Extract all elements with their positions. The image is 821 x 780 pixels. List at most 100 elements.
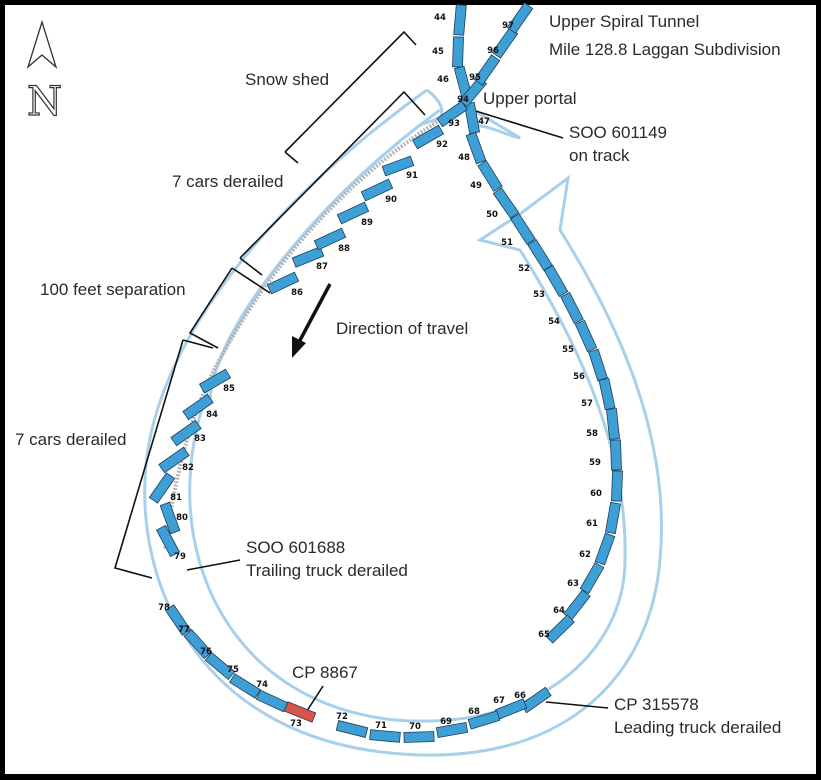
- car-number-label: 93: [448, 119, 460, 129]
- car-on-track: [606, 408, 620, 440]
- car-number-label: 77: [178, 625, 190, 635]
- car-number-label: 70: [409, 722, 421, 732]
- car-number-label: 59: [589, 458, 601, 468]
- car-on-track: [506, 2, 534, 34]
- car-number-label: 94: [457, 95, 469, 105]
- car-number-label: 74: [256, 680, 268, 690]
- car-number-label: 56: [573, 372, 585, 382]
- car-on-track: [579, 561, 605, 595]
- car-number-label: 84: [206, 410, 218, 420]
- cars-derailed-lower-bracket: [113, 339, 184, 579]
- car-number-label: 72: [336, 712, 348, 722]
- car-number-label: 87: [316, 262, 328, 272]
- cp-8867-leader: [304, 685, 324, 715]
- upper-portal-label: Upper portal: [483, 89, 577, 108]
- car-on-track: [435, 722, 469, 738]
- car-number-label: 58: [586, 429, 598, 439]
- car-on-track: [473, 54, 501, 86]
- car-number-label: 96: [487, 46, 499, 56]
- car-on-track: [527, 239, 553, 271]
- soo-601688-leader: [186, 559, 241, 571]
- car-number-label: 71: [375, 721, 387, 731]
- car-number-label: 97: [502, 21, 514, 31]
- car-number-label: 85: [223, 384, 235, 394]
- train-cars: [148, 2, 623, 743]
- direction-arrow-head-icon: [292, 336, 306, 358]
- car-number-label: 88: [338, 244, 350, 254]
- car-number-label: 50: [486, 210, 498, 220]
- car-number-label: 48: [458, 153, 470, 163]
- car-derailed: [158, 446, 190, 474]
- car-number-label: 69: [440, 717, 452, 727]
- car-number-label: 65: [538, 630, 550, 640]
- car-number-label: 82: [182, 463, 194, 473]
- callout-brackets: [113, 30, 609, 715]
- soo-601149-leader: [465, 107, 564, 139]
- cp-315578-label-line2: Leading truck derailed: [614, 718, 781, 737]
- car-number-label: 67: [493, 696, 505, 706]
- car-number-label: 75: [227, 665, 239, 675]
- car-on-track: [598, 377, 616, 411]
- car-number-label: 61: [586, 519, 598, 529]
- car-number-label: 53: [533, 290, 545, 300]
- car-derailed: [360, 178, 394, 202]
- soo-601688-label-line2: Trailing truck derailed: [246, 561, 408, 580]
- car-on-track: [611, 470, 623, 502]
- car-on-track: [465, 131, 487, 165]
- car-number-label: 46: [437, 75, 449, 85]
- soo-601149-label-line1: SOO 601149: [569, 123, 667, 142]
- car-on-track: [369, 729, 401, 743]
- car-number-label: 49: [470, 181, 482, 191]
- car-numbers: 4445464748495051525354555657585960616263…: [158, 13, 602, 732]
- cars-derailed-lower-bracket-end: [182, 339, 214, 349]
- direction-arrow: [292, 283, 332, 358]
- car-on-track: [594, 532, 616, 566]
- car-on-track: [403, 731, 435, 743]
- separation-bracket: [188, 267, 233, 349]
- car-derailed: [198, 368, 232, 394]
- car-number-label: 90: [385, 195, 397, 205]
- car-number-label: 80: [176, 513, 188, 523]
- car-on-track: [204, 651, 236, 681]
- car-trailing-truck-derailed: [156, 524, 180, 558]
- car-on-track: [477, 160, 503, 192]
- car-derailed: [159, 501, 181, 535]
- car-on-track: [436, 100, 468, 128]
- car-on-track: [574, 319, 598, 353]
- cp-8867-label: CP 8867: [292, 663, 358, 682]
- car-on-track: [164, 604, 192, 636]
- car-derailed: [170, 419, 202, 447]
- cp-315578-label-line1: CP 315578: [614, 695, 699, 714]
- car-number-label: 60: [590, 489, 602, 499]
- car-on-track: [510, 213, 536, 245]
- direction-label: Direction of travel: [336, 319, 468, 338]
- separation-label: 100 feet separation: [40, 280, 186, 299]
- car-number-label: 95: [469, 73, 481, 83]
- car-number-label: 44: [434, 13, 446, 23]
- car-number-label: 92: [436, 140, 448, 150]
- car-number-label: 86: [291, 288, 303, 298]
- car-on-track: [335, 720, 369, 738]
- car-on-track: [560, 291, 584, 325]
- car-on-track: [229, 673, 261, 699]
- car-derailed: [313, 227, 347, 251]
- car-on-track: [605, 501, 621, 535]
- car-number-label: 78: [158, 603, 170, 613]
- car-number-label: 79: [174, 552, 186, 562]
- compass-letter: N: [27, 79, 62, 125]
- car-derailed: [381, 155, 415, 177]
- car-on-track: [545, 614, 575, 644]
- tunnel-outer-wall: [143, 88, 663, 757]
- soo-601149-label-line2: on track: [569, 146, 630, 165]
- car-number-label: 47: [478, 117, 490, 127]
- car-number-label: 55: [562, 345, 574, 355]
- car-number-label: 66: [514, 691, 526, 701]
- car-number-label: 64: [553, 606, 565, 616]
- car-on-track: [467, 710, 501, 730]
- car-derailed: [148, 472, 176, 504]
- car-derailed: [411, 124, 445, 150]
- car-number-label: 57: [581, 399, 593, 409]
- car-derailed: [182, 393, 214, 421]
